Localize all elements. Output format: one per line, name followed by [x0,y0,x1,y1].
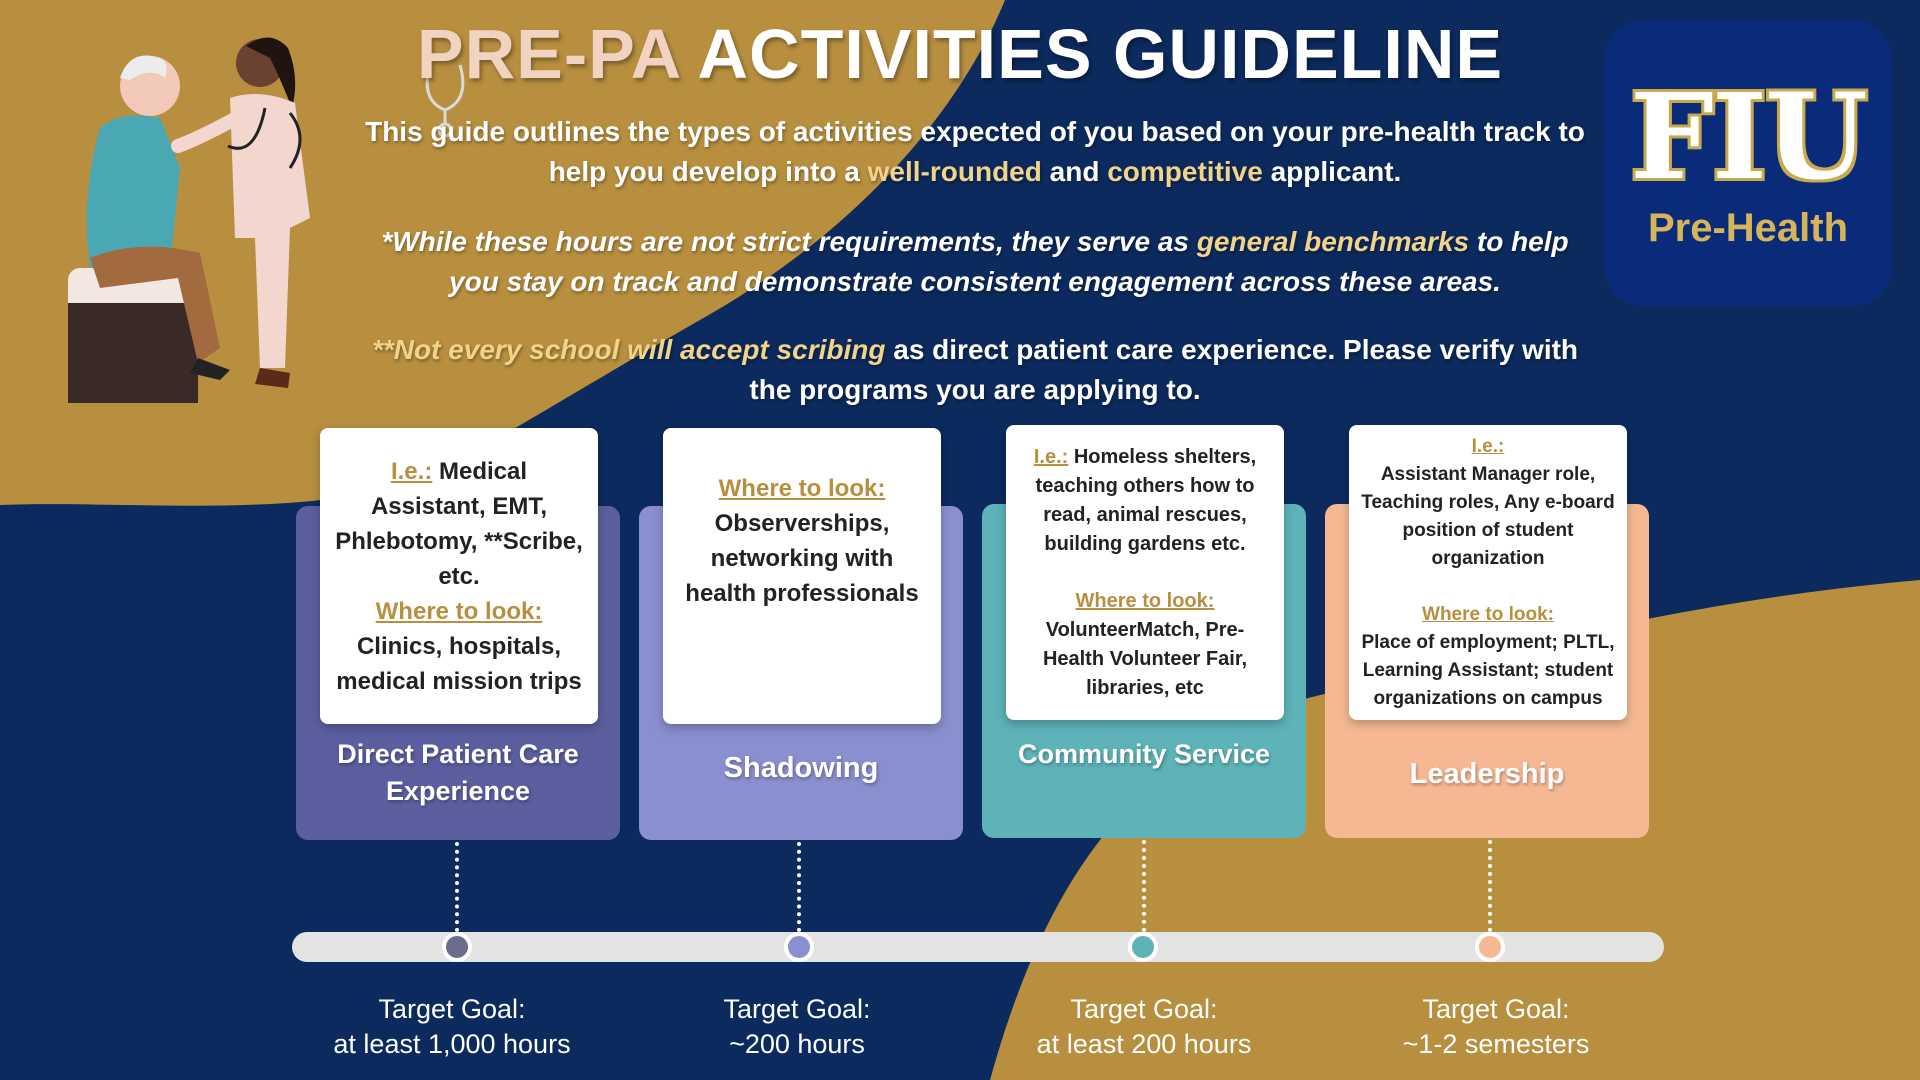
goal3-label: Target Goal: [1070,994,1218,1024]
goal-2: Target Goal: ~200 hours [645,992,949,1062]
intro-line1-pre: This guide outlines the types of activit… [365,116,1585,187]
scribing-note: **Not every school will accept scribing … [360,330,1590,410]
card1-ie-text: Medical Assistant, EMT, Phlebotomy, **Sc… [335,457,583,590]
goal1-value: at least 1,000 hours [333,1029,571,1059]
connector-4 [1488,840,1492,932]
goal-1: Target Goal: at least 1,000 hours [300,992,604,1062]
goal1-label: Target Goal: [378,994,526,1024]
card-community-service-details: I.e.: Homeless shelters, teaching others… [1006,425,1284,720]
title-accent: PRE-PA [416,15,680,93]
fiu-pre-health-logo: FIU Pre-Health [1604,20,1892,306]
logo-subtitle: Pre-Health [1647,206,1849,250]
card3-where-label: Where to look: [1075,589,1215,612]
card3-spacer [1020,559,1270,587]
title-main: ACTIVITIES GUIDELINE [697,15,1504,93]
connector-1 [455,842,459,932]
card4-title: Leadership [1409,758,1565,790]
timeline-dot-1 [442,932,472,962]
doctor-patient-illustration [68,37,310,403]
card3-ie-text: Homeless shelters, teaching others how t… [1035,445,1257,555]
intro-competitive: competitive [1107,156,1263,187]
note2-post: as direct patient care experience. Pleas… [749,334,1579,405]
connector-2 [797,842,801,932]
card2-title: Shadowing [723,752,879,784]
timeline-dot-3 [1128,932,1158,962]
timeline-bar [292,932,1664,962]
timeline-dot-4 [1475,932,1505,962]
goal4-value: ~1-2 semesters [1402,1029,1590,1059]
note1-pre: *While these hours are not strict requir… [381,226,1197,257]
note2-scribing: **Not every school will accept scribing [371,334,886,365]
logo-mark: FIU [1630,67,1868,206]
stethoscope-icon [425,64,465,138]
card1-ie-label: I.e.: [390,457,433,485]
card3-where-text: VolunteerMatch, Pre-Health Volunteer Fai… [1042,618,1248,699]
card-direct-patient-care-details: I.e.: Medical Assistant, EMT, Phlebotomy… [320,428,598,724]
benchmark-note: *While these hours are not strict requir… [360,222,1590,302]
card4-ie-label: I.e.: [1471,435,1505,457]
card1-examples: I.e.: Medical Assistant, EMT, Phlebotomy… [332,454,586,594]
intro-text: This guide outlines the types of activit… [360,112,1590,192]
goal4-label: Target Goal: [1422,994,1570,1024]
timeline-dot-2 [784,932,814,962]
intro-well-rounded: well-rounded [867,156,1042,187]
page-title: PRE-PA ACTIVITIES GUIDELINE [0,14,1920,94]
card4-where-text: Place of employment; PLTL, Learning Assi… [1361,631,1615,709]
card1-where-label: Where to look: [375,597,543,625]
card3-title: Community Service [1017,739,1271,769]
goal-4: Target Goal: ~1-2 semesters [1344,992,1648,1062]
goal2-value: ~200 hours [729,1029,865,1059]
connector-3 [1142,840,1146,932]
card2-where-label: Where to look: [718,475,886,502]
card1-where-text: Clinics, hospitals, medical mission trip… [336,632,582,695]
card2-where-text: Observerships, networking with health pr… [685,510,919,607]
card3-examples: I.e.: Homeless shelters, teaching others… [1020,443,1270,559]
card3-ie-label: I.e.: [1033,445,1069,468]
note1-general-benchmarks: general benchmarks [1196,226,1470,257]
note1-post: to help you stay on track and demonstrat… [449,226,1569,297]
card4-ie-text: Assistant Manager role, Teaching roles, … [1361,463,1615,569]
goal3-value: at least 200 hours [1036,1029,1252,1059]
goal-3: Target Goal: at least 200 hours [992,992,1296,1062]
card4-spacer [1361,573,1615,601]
card4-where-label: Where to look: [1422,603,1554,625]
card-leadership-details: I.e.: Assistant Manager role, Teaching r… [1349,425,1627,720]
goal2-label: Target Goal: [723,994,871,1024]
card-shadowing-details: Where to look: Observerships, networking… [663,428,941,724]
intro-line1-post: applicant. [1262,156,1402,187]
card1-title: Direct Patient Care Experience [337,739,579,806]
intro-line1-mid: and [1041,156,1108,187]
card2-spacer [675,611,929,681]
